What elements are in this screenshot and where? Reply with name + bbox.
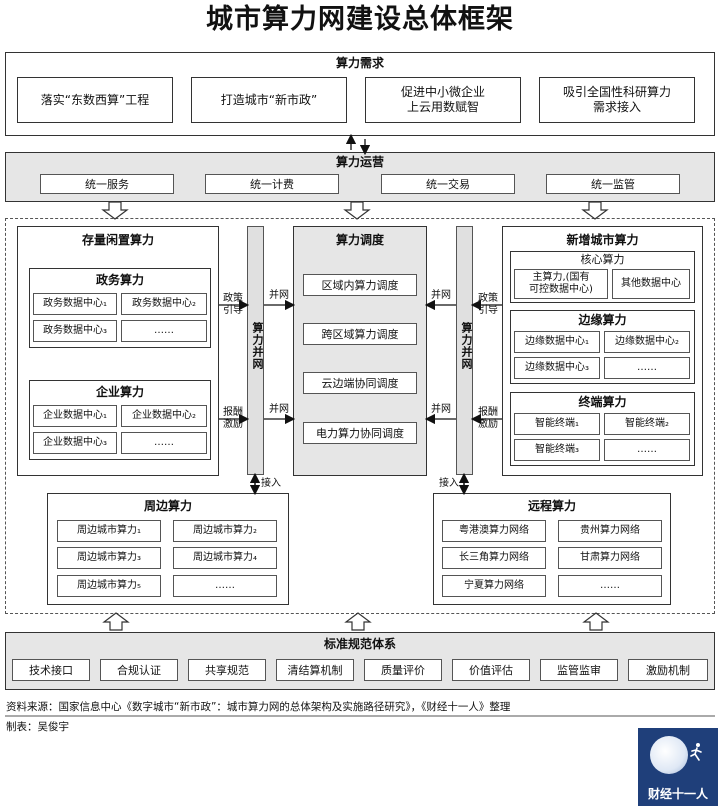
dispatch-item: 电力算力协同调度	[303, 422, 417, 444]
ent-cell: 企业数据中心₂	[121, 405, 207, 427]
demand-item	[365, 77, 521, 123]
remote-cell: 长三角算力网络	[442, 547, 546, 569]
nearby-cell: 周边城市算力₂	[173, 520, 277, 542]
remote-title: 远程算力	[527, 498, 576, 513]
term-cell: ……	[604, 439, 690, 461]
gov-cell: 政务数据中心₃	[33, 320, 117, 342]
left-reward-label: 报酬 激励	[223, 406, 243, 431]
right-grid-label-2: 并网	[431, 403, 451, 415]
demand-item	[17, 77, 173, 123]
term-title: 终端算力	[578, 395, 627, 409]
nearby-cell: 周边城市算力₃	[57, 547, 161, 569]
source-note: 资料来源：国家信息中心《数字城市“新市政”：城市算力网的总体架构及实施路径研究》…	[6, 701, 511, 713]
logo-text: 财经十一人	[647, 787, 708, 801]
demand-item	[539, 77, 695, 123]
demand-item-label: 打造城市“新市政”	[220, 92, 318, 107]
term-cell: 智能终端₂	[604, 413, 690, 435]
dispatch-title: 算力调度	[335, 232, 384, 247]
nearby-title: 周边算力	[143, 498, 192, 513]
operation-item: 统一交易	[381, 174, 515, 194]
gov-cell: 政务数据中心₂	[121, 293, 207, 315]
core-cell: 主算力,(国有 可控数据中心)	[514, 269, 608, 299]
author-note: 制表：吴俊宇	[6, 721, 69, 733]
edge-cell: 边缘数据中心₁	[514, 331, 600, 353]
remote-cell: 宁夏算力网络	[442, 575, 546, 597]
standards-item: 合规认证	[100, 659, 178, 681]
term-cell: 智能终端₃	[514, 439, 600, 461]
demand-item-label: 吸引全国性科研算力 需求接入	[562, 85, 671, 114]
right-access-label: 接入	[439, 477, 459, 489]
edge-title: 边缘算力	[578, 313, 627, 327]
nearby-cell: 周边城市算力₁	[57, 520, 161, 542]
new-title: 新增城市算力	[566, 232, 639, 247]
edge-cell: 边缘数据中心₃	[514, 357, 600, 379]
runner-icon	[690, 742, 704, 762]
computing-resources-container	[5, 218, 715, 614]
demand-item-label: 落实“东数西算”工程	[40, 92, 150, 107]
right-grid-bar-label: 算力并网	[460, 322, 473, 370]
core-cell: 其他数据中心	[612, 269, 690, 299]
nearby-cell: ……	[173, 575, 277, 597]
edge-cell: 边缘数据中心₂	[604, 331, 690, 353]
remote-cell: 甘肃算力网络	[558, 547, 662, 569]
standards-item: 共享规范	[188, 659, 266, 681]
left-grid-label-2: 并网	[269, 403, 289, 415]
ent-cell: 企业数据中心₃	[33, 432, 117, 454]
remote-cell: 粤港澳算力网络	[442, 520, 546, 542]
right-grid-label-1: 并网	[431, 289, 451, 301]
gov-title: 政务算力	[95, 272, 144, 287]
left-grid-bar-label: 算力并网	[251, 322, 264, 370]
edge-cell: ……	[604, 357, 690, 379]
caijing-logo: 财经十一人	[638, 728, 718, 806]
term-cell: 智能终端₁	[514, 413, 600, 435]
demand-title: 算力需求	[335, 55, 384, 70]
demand-item-label: 促进中小微企业 上云用数赋智	[400, 85, 485, 114]
standards-item: 技术接口	[12, 659, 90, 681]
right-policy-label: 政策 引导	[478, 292, 498, 317]
globe-icon	[650, 736, 688, 774]
left-grid-label-1: 并网	[269, 289, 289, 301]
dispatch-item: 区域内算力调度	[303, 274, 417, 296]
page-title: 城市算力网建设总体框架	[206, 4, 514, 36]
remote-cell: ……	[558, 575, 662, 597]
nearby-cell: 周边城市算力₄	[173, 547, 277, 569]
ent-cell: 企业数据中心₁	[33, 405, 117, 427]
gov-cell: ……	[121, 320, 207, 342]
gov-cell: 政务数据中心₁	[33, 293, 117, 315]
nearby-cell: 周边城市算力₅	[57, 575, 161, 597]
standards-item: 激励机制	[628, 659, 708, 681]
operation-title: 算力运营	[335, 154, 384, 169]
left-access-label: 接入	[261, 477, 281, 489]
operation-item: 统一服务	[40, 174, 174, 194]
core-title: 核心算力	[580, 253, 625, 267]
standards-item: 价值评估	[452, 659, 530, 681]
ent-cell: ……	[121, 432, 207, 454]
demand-item	[191, 77, 347, 123]
stock-title: 存量闲置算力	[81, 232, 154, 247]
standards-title: 标准规范体系	[323, 636, 396, 651]
left-policy-label: 政策 引导	[223, 292, 243, 317]
standards-item: 质量评价	[364, 659, 442, 681]
operation-item: 统一计费	[205, 174, 339, 194]
dispatch-item: 跨区域算力调度	[303, 323, 417, 345]
ent-title: 企业算力	[95, 384, 144, 399]
standards-item: 监管监审	[540, 659, 618, 681]
remote-cell: 贵州算力网络	[558, 520, 662, 542]
operation-item: 统一监管	[546, 174, 680, 194]
dispatch-item: 云边端协同调度	[303, 372, 417, 394]
standards-item: 清结算机制	[276, 659, 354, 681]
right-reward-label: 报酬 激励	[478, 406, 498, 431]
